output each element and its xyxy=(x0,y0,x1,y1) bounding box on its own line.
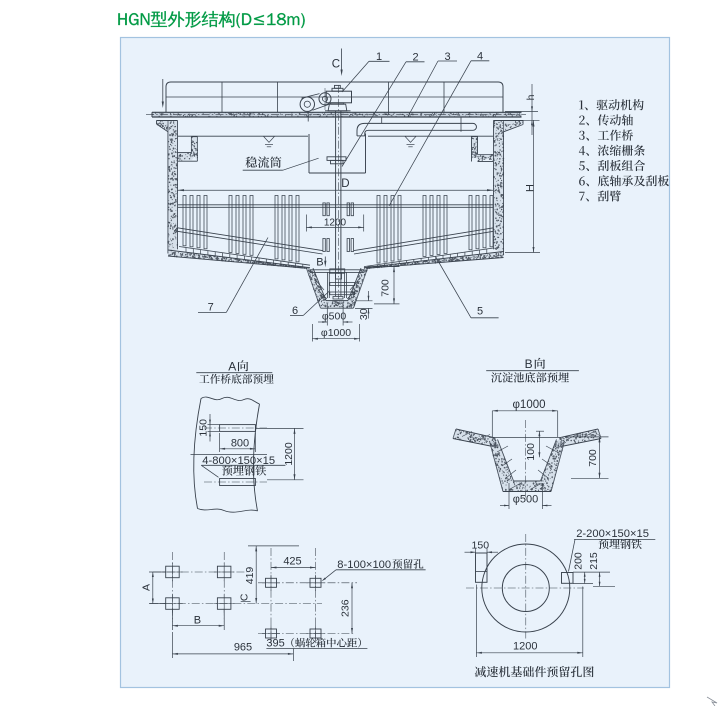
svg-text:6: 6 xyxy=(292,305,298,317)
svg-text:B: B xyxy=(525,357,533,371)
svg-text:A: A xyxy=(141,584,153,591)
svg-text:150: 150 xyxy=(197,419,209,437)
svg-text:C: C xyxy=(332,59,340,71)
svg-text:B: B xyxy=(194,614,201,626)
svg-text:1200: 1200 xyxy=(324,218,347,229)
svg-text:2: 2 xyxy=(412,52,418,64)
svg-text:150: 150 xyxy=(472,540,490,552)
svg-text:965: 965 xyxy=(234,641,252,653)
svg-text:700: 700 xyxy=(379,279,391,297)
svg-text:B: B xyxy=(316,256,323,268)
svg-text:8-100×100: 8-100×100 xyxy=(337,559,391,571)
svg-text:4-800×150×15: 4-800×150×15 xyxy=(202,455,275,467)
svg-text:C: C xyxy=(238,593,250,601)
svg-text:φ1000: φ1000 xyxy=(321,327,351,339)
svg-text:φ500: φ500 xyxy=(513,494,539,506)
svg-text:100: 100 xyxy=(525,443,537,461)
svg-text:200: 200 xyxy=(573,552,585,570)
svg-text:395: 395 xyxy=(266,638,284,650)
svg-text:φ1000: φ1000 xyxy=(512,399,545,411)
svg-text:3: 3 xyxy=(444,51,450,63)
svg-text:D: D xyxy=(341,178,349,190)
svg-text:236: 236 xyxy=(340,599,352,617)
svg-text:700: 700 xyxy=(587,449,599,467)
svg-text:A: A xyxy=(228,359,236,373)
svg-text:7: 7 xyxy=(208,301,214,313)
svg-text:30: 30 xyxy=(358,308,370,320)
svg-text:2-200×150×15: 2-200×150×15 xyxy=(576,528,649,540)
svg-text:425: 425 xyxy=(283,555,301,567)
svg-text:h: h xyxy=(525,94,537,100)
svg-text:1200: 1200 xyxy=(283,442,295,466)
svg-text:1: 1 xyxy=(376,51,382,63)
svg-text:419: 419 xyxy=(244,567,256,585)
svg-text:5: 5 xyxy=(477,306,483,318)
svg-text:215: 215 xyxy=(588,552,600,570)
svg-text:800: 800 xyxy=(231,437,249,449)
svg-text:4: 4 xyxy=(477,51,483,63)
svg-text:1200: 1200 xyxy=(513,640,537,652)
svg-text:H: H xyxy=(525,184,537,192)
svg-text:φ500: φ500 xyxy=(322,311,346,323)
